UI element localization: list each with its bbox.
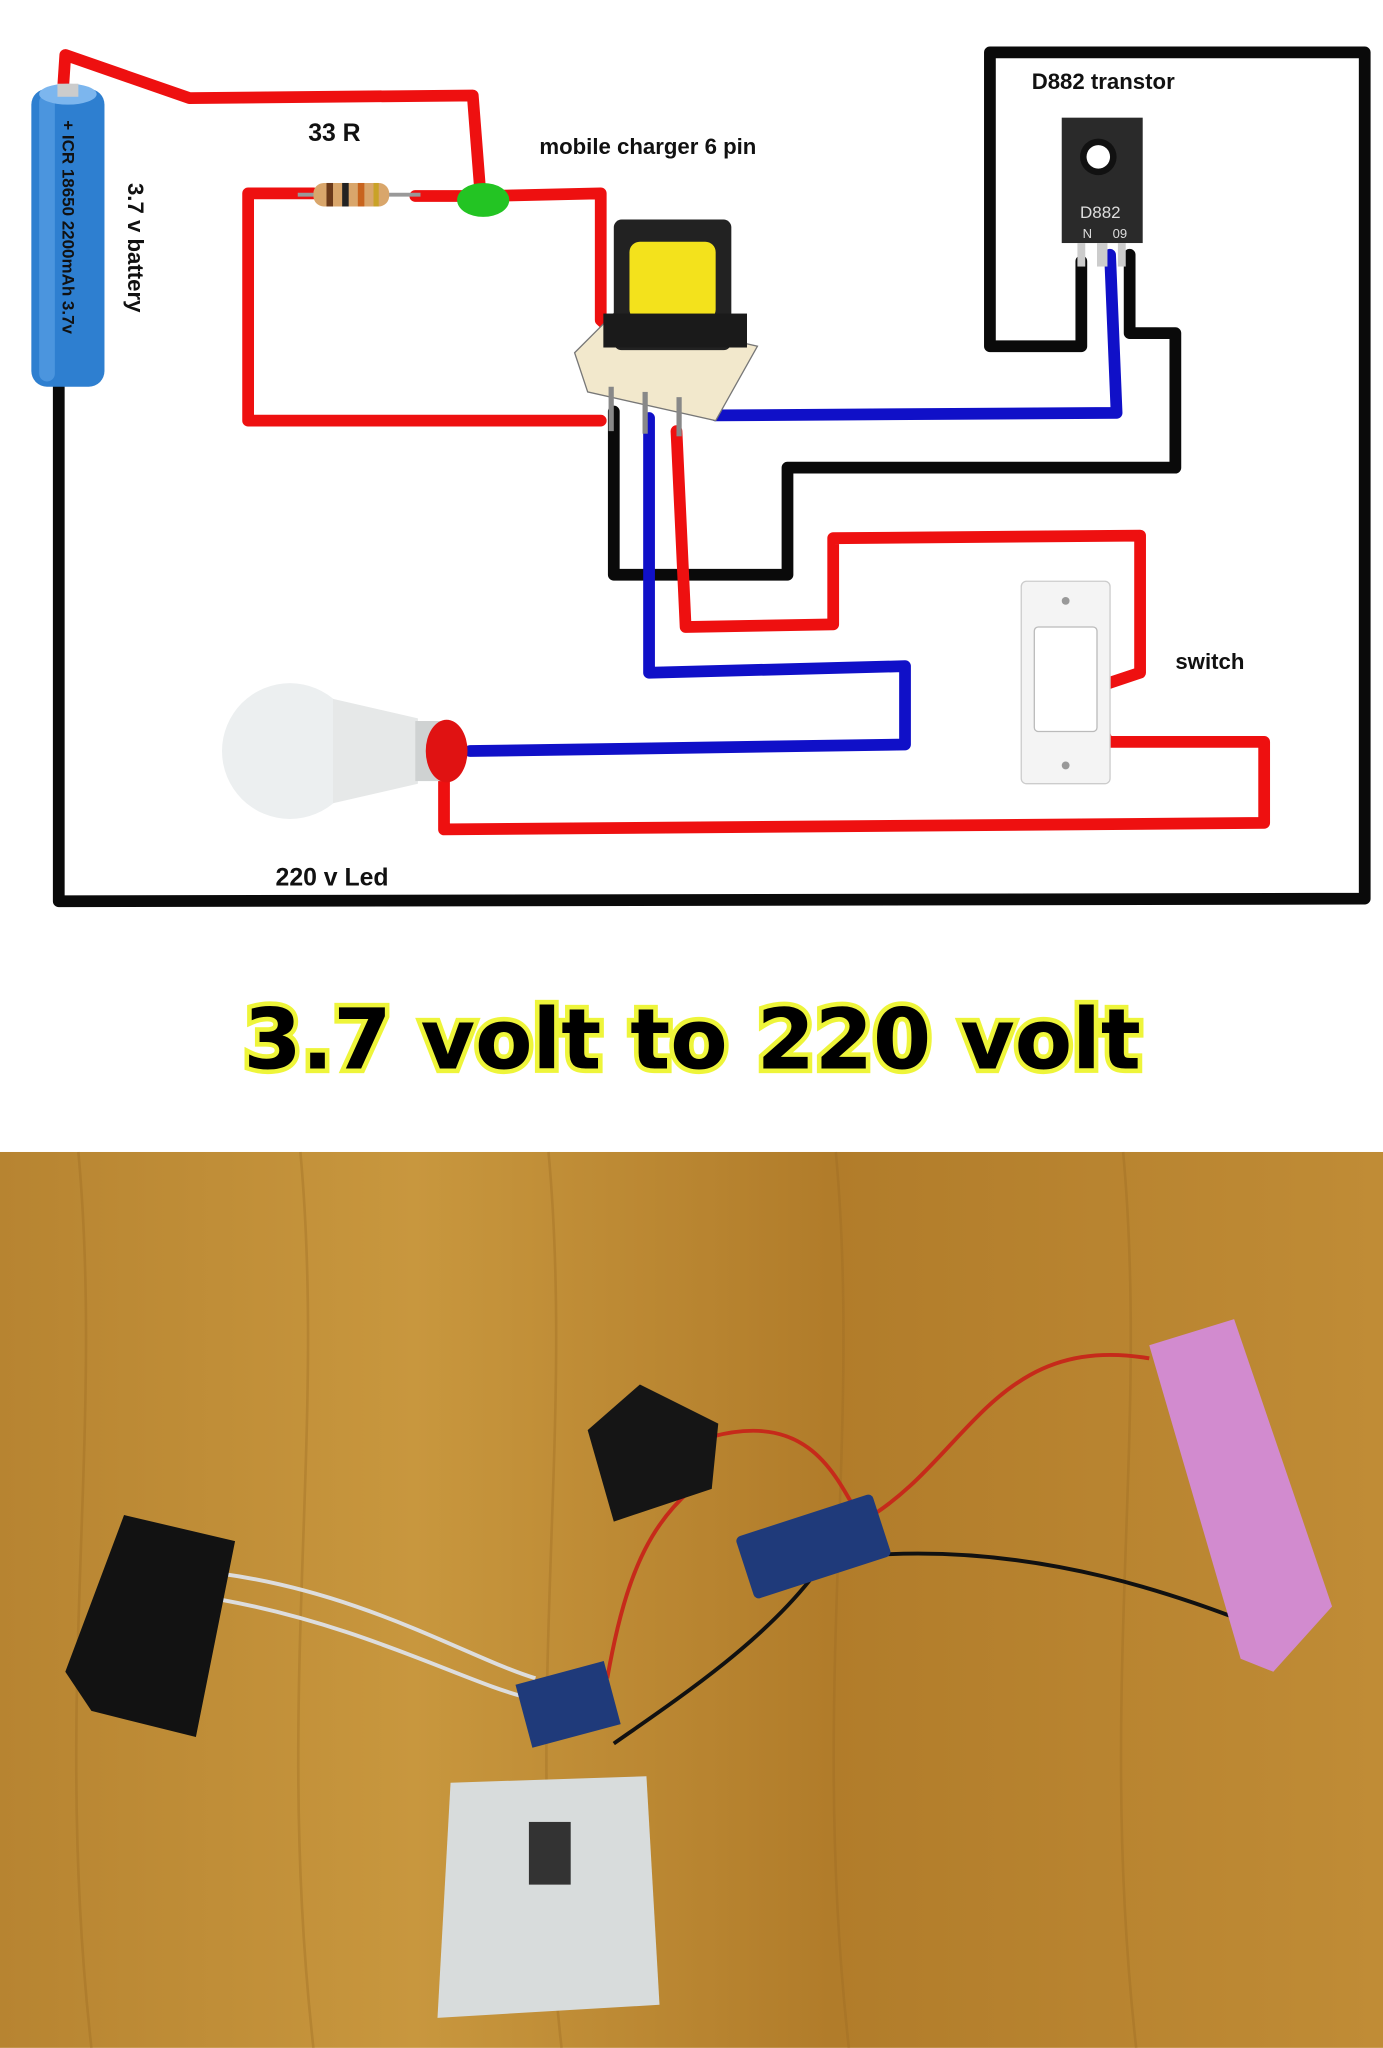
battery-photo [1149,1319,1333,1672]
rocker-switch-photo [587,1384,719,1522]
led-label: 220 v Led [276,865,389,892]
circuit-photo [0,1151,1383,2048]
wire-blue-to-led [464,412,911,757]
transistor-print-1: D882 [1080,203,1121,222]
junction-dot [457,182,510,217]
driver-board-photo [515,1661,621,1748]
transistor-print-3: 09 [1113,226,1128,241]
transistor-print-2: N [1083,226,1092,241]
switch-label: switch [1175,649,1244,674]
wire-battery-positive [56,49,487,202]
resistor [297,182,421,207]
wire-ground-loop [52,46,1371,908]
wire-red-to-switch [670,425,1146,692]
led-bulb [222,683,468,819]
page-title: 3.7 volt to 220 volt [244,990,1141,1088]
wire-emitter [607,248,1182,581]
transformer [573,219,759,437]
socket-photo [65,1515,236,1738]
wire-transformer-to-base [709,248,1123,422]
heatsink-photo [437,1776,660,2018]
battery-print: + ICR 18650 2200mAh 3.7v [59,120,78,334]
transformer-label: mobile charger 6 pin [539,134,756,159]
transistor: D882 N 09 [1061,117,1143,267]
battery: + ICR 18650 2200mAh 3.7v [31,83,105,387]
charger-module-photo [736,1494,891,1599]
resistor-label: 33 R [308,120,360,147]
wires [52,46,1371,908]
switch [1020,580,1111,785]
wire-resistor-left [242,187,607,427]
transistor-label: D882 transtor [1032,69,1175,94]
battery-label: 3.7 v battery [123,183,148,313]
